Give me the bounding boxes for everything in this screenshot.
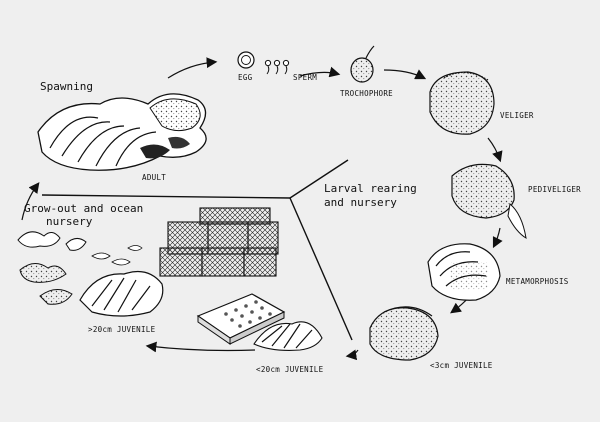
arrow-mid-to-large (145, 341, 256, 353)
label-metamorphosis: METAMORPHOSIS (506, 277, 569, 286)
label-juvenile-small: <3cm JUVENILE (430, 361, 493, 370)
section-dividers (41, 159, 353, 341)
arrow-trochophore-to-veliger (383, 69, 427, 80)
label-larval-line1: Larval rearing (324, 182, 417, 195)
metamorphosis-illustration (427, 243, 501, 301)
label-grow-out-line2: nursery (46, 215, 93, 228)
diagram-labels: Spawning ADULT EGG SPERM TROCHOPHORE VEL… (24, 73, 581, 374)
label-juvenile-large: >20cm JUVENILE (88, 325, 156, 334)
arrow-pediveliger-to-metamorphosis (492, 227, 503, 249)
pediveliger-illustration (451, 163, 527, 239)
label-juvenile-mid: <20cm JUVENILE (256, 365, 324, 374)
arrow-veliger-to-pediveliger (487, 137, 503, 163)
ocean-reef-illustration (17, 231, 143, 305)
label-pediveliger: PEDIVELIGER (528, 185, 581, 194)
label-spawning: Spawning (40, 80, 93, 93)
label-egg: EGG (238, 73, 253, 82)
adult-clam-illustration (37, 93, 207, 171)
label-larval-line2: and nursery (324, 196, 397, 209)
juvenile-small-illustration (369, 306, 439, 361)
nursery-cages-illustration (159, 207, 279, 277)
juvenile-large-illustration (79, 271, 164, 317)
juvenile-mid-illustration (253, 321, 323, 351)
label-veliger: VELIGER (500, 111, 534, 120)
arrow-sperm-to-trochophore (299, 66, 341, 78)
sperm-illustration (264, 59, 290, 75)
label-adult: ADULT (142, 173, 166, 182)
label-grow-out-line1: Grow-out and ocean (24, 202, 143, 215)
arrow-juvenile-to-mid (345, 349, 359, 361)
cycle-arrows (21, 57, 503, 361)
arrow-nursery-to-adult (21, 182, 40, 221)
label-trochophore: TROCHOPHORE (340, 89, 393, 98)
label-sperm: SPERM (293, 73, 317, 82)
veliger-illustration (429, 71, 495, 135)
arrow-adult-to-egg (167, 57, 218, 79)
egg-illustration (237, 51, 255, 69)
trochophore-illustration (350, 45, 375, 83)
nursery-tray-illustration (196, 293, 286, 345)
